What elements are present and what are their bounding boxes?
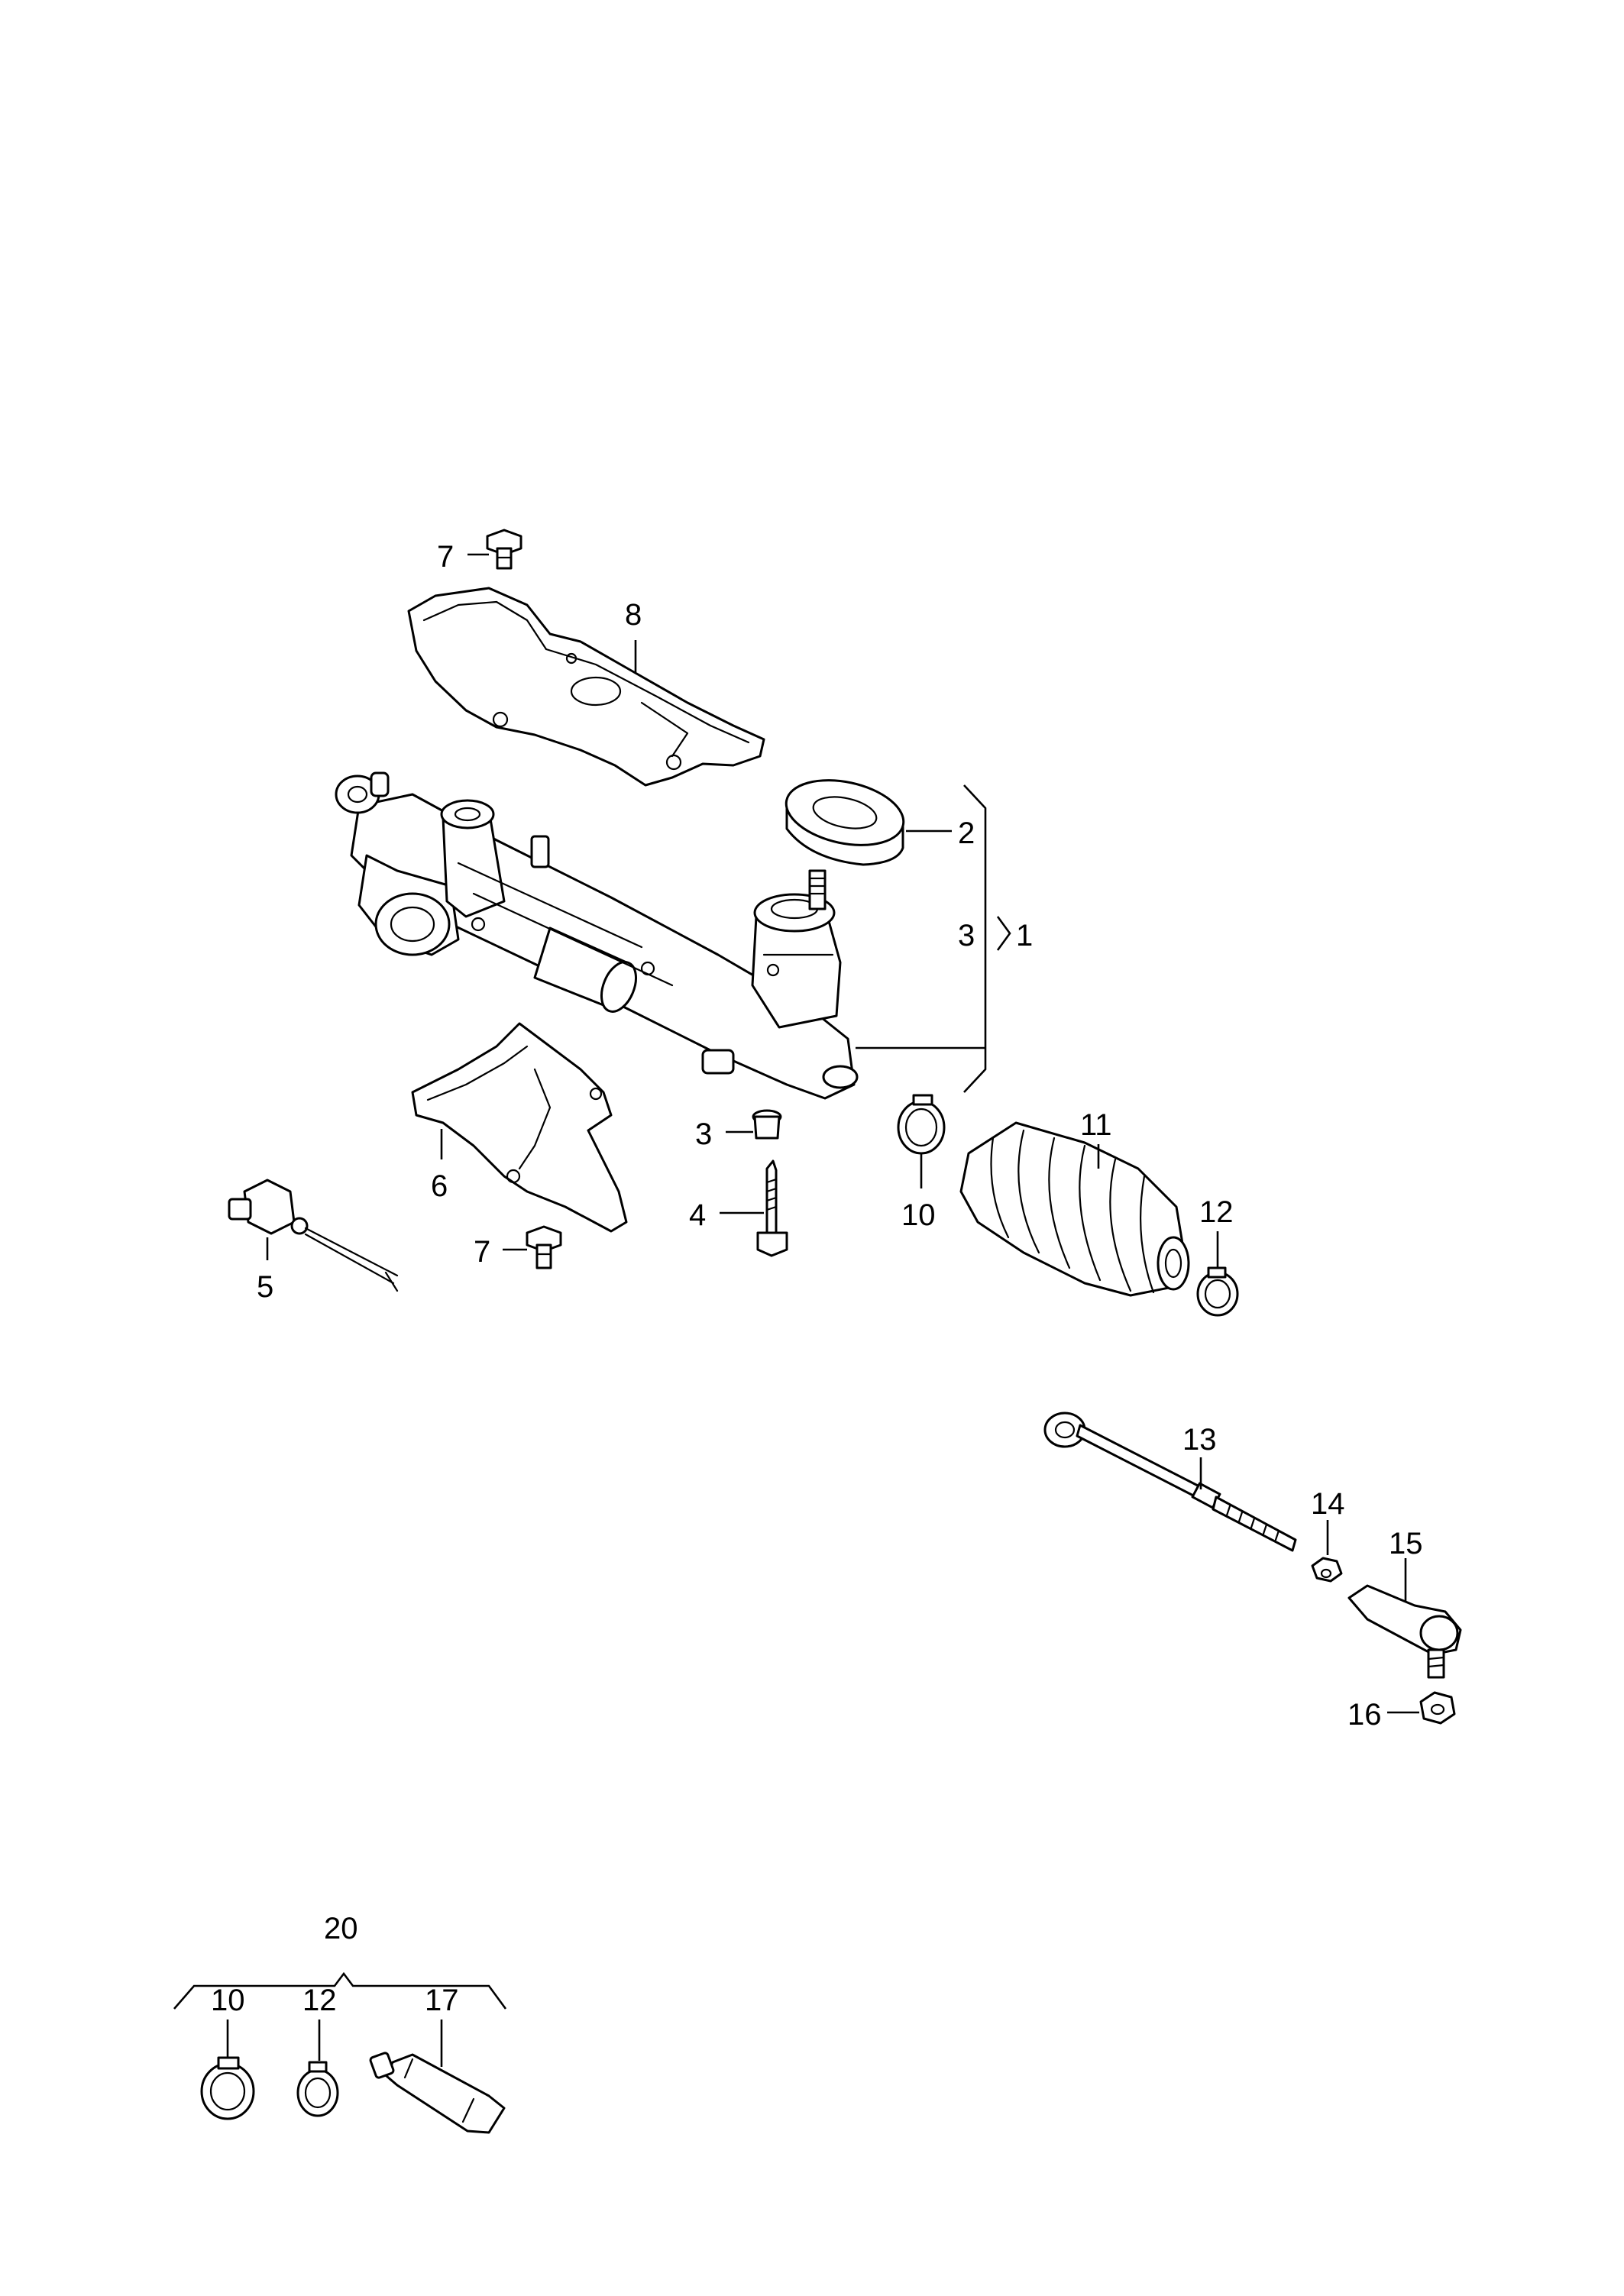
part-6-lower-heat-shield[interactable] (411, 1022, 628, 1233)
part-5-sensor[interactable] (228, 1179, 399, 1292)
callout-1: 1 (1016, 919, 1033, 952)
part-14-nut[interactable] (1311, 1557, 1343, 1583)
callout-2: 2 (958, 817, 975, 850)
callout-6: 6 (431, 1169, 448, 1203)
kit-part-12-clamp[interactable] (296, 2061, 339, 2117)
kit-bracket-20 (173, 1971, 507, 2010)
callout-10-kit: 10 (211, 1984, 245, 2017)
callout-11: 11 (1080, 1108, 1112, 1142)
part-13-tie-rod[interactable] (1043, 1412, 1297, 1552)
callout-7-lower: 7 (474, 1235, 490, 1269)
callout-13: 13 (1182, 1423, 1217, 1457)
part-7-bolt-top[interactable] (486, 529, 522, 570)
callout-3-screw: 3 (695, 1117, 712, 1151)
callout-3-assembly: 3 (958, 919, 975, 952)
callout-4: 4 (689, 1198, 706, 1232)
kit-part-10-clamp[interactable] (200, 2056, 255, 2120)
callout-12: 12 (1199, 1195, 1234, 1229)
part-2-rubber-mount[interactable] (780, 771, 909, 866)
part-12-small-clamp[interactable] (1196, 1266, 1239, 1317)
callout-15: 15 (1389, 1527, 1423, 1560)
part-15-tie-rod-end[interactable] (1347, 1584, 1462, 1679)
callout-14: 14 (1311, 1487, 1345, 1521)
part-8-upper-heat-shield[interactable] (407, 587, 765, 787)
callout-16: 16 (1347, 1698, 1382, 1732)
assembly-bracket-3 (963, 784, 987, 1093)
callout-10: 10 (901, 1198, 936, 1232)
part-16-nut[interactable] (1419, 1691, 1456, 1725)
kit-part-17-grease-tube[interactable] (369, 2052, 506, 2134)
callout-12-kit: 12 (302, 1984, 337, 2017)
callout-7-top: 7 (437, 540, 454, 574)
part-3-screw[interactable] (752, 1109, 782, 1140)
callout-17: 17 (425, 1984, 459, 2017)
part-11-bellows-boot[interactable] (959, 1121, 1190, 1297)
part-3-steering-rack[interactable] (335, 771, 859, 1100)
callout-5: 5 (257, 1270, 273, 1304)
part-4-long-bolt[interactable] (756, 1159, 788, 1257)
callout-20: 20 (324, 1912, 358, 1945)
part-10-clamp[interactable] (897, 1094, 946, 1155)
callout-8: 8 (625, 598, 642, 632)
assembly-brace-1 (996, 916, 1011, 951)
part-7-bolt-lower[interactable] (526, 1225, 562, 1269)
